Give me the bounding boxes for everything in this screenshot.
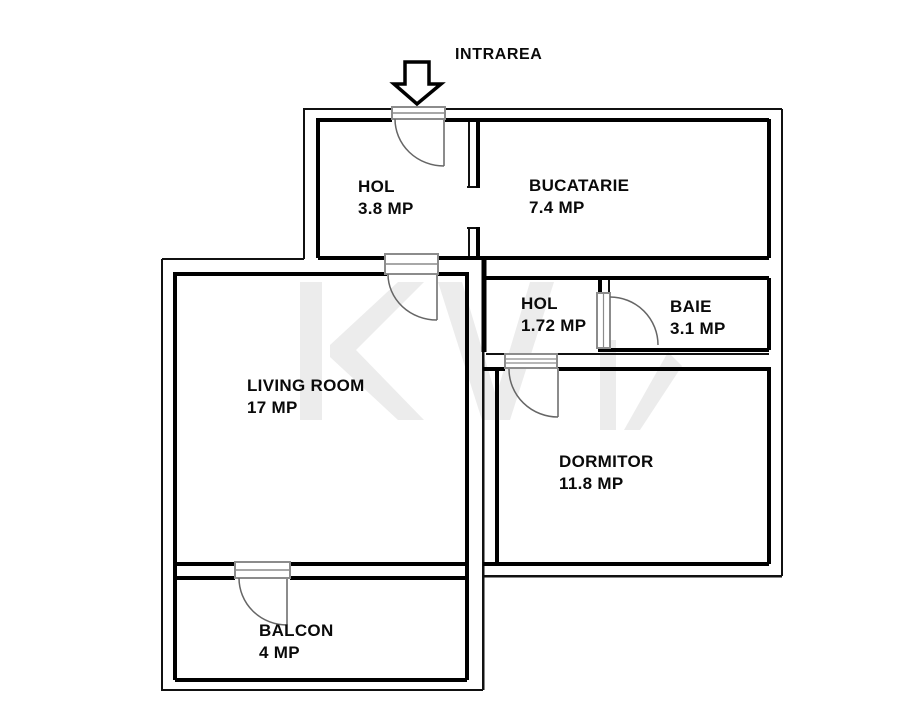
room-name: HOL <box>521 294 558 313</box>
label-dormitor: DORMITOR 11.8 MP <box>559 451 654 495</box>
room-name: BALCON <box>259 621 334 640</box>
room-name: LIVING ROOM <box>247 376 365 395</box>
balcony-door-arc <box>238 577 288 626</box>
label-balcon: BALCON 4 MP <box>259 620 334 664</box>
living-room-door-arc <box>387 273 438 321</box>
watermark <box>300 282 682 430</box>
room-area: 17 MP <box>247 398 298 417</box>
entrance-door <box>391 106 446 167</box>
room-area: 3.1 MP <box>670 319 726 338</box>
label-baie: BAIE 3.1 MP <box>670 296 726 340</box>
room-name: BAIE <box>670 297 712 316</box>
room-area: 11.8 MP <box>559 474 624 493</box>
label-living-room: LIVING ROOM 17 MP <box>247 375 365 419</box>
baie-door <box>596 292 659 349</box>
living-room-door <box>384 253 439 321</box>
label-hol-small: HOL 1.72 MP <box>521 293 586 337</box>
room-area: 3.8 MP <box>358 199 414 218</box>
entrance-label: INTRAREA <box>455 46 543 63</box>
outer-wall-contour <box>161 108 783 691</box>
balcony-door <box>234 561 291 626</box>
entrance-arrow-icon <box>389 60 446 107</box>
room-name: BUCATARIE <box>529 176 630 195</box>
label-hol-entry: HOL 3.8 MP <box>358 176 414 220</box>
room-area: 4 MP <box>259 643 300 662</box>
interior-walls <box>173 118 771 682</box>
room-area: 1.72 MP <box>521 316 587 335</box>
dormitor-door <box>504 353 559 418</box>
room-name: HOL <box>358 177 395 196</box>
room-name: DORMITOR <box>559 452 654 471</box>
room-area: 7.4 MP <box>529 198 585 217</box>
dormitor-door-arc <box>508 368 559 418</box>
label-bucatarie: BUCATARIE 7.4 MP <box>529 175 629 219</box>
baie-door-arc <box>609 296 659 346</box>
entrance-door-arc <box>394 118 445 167</box>
